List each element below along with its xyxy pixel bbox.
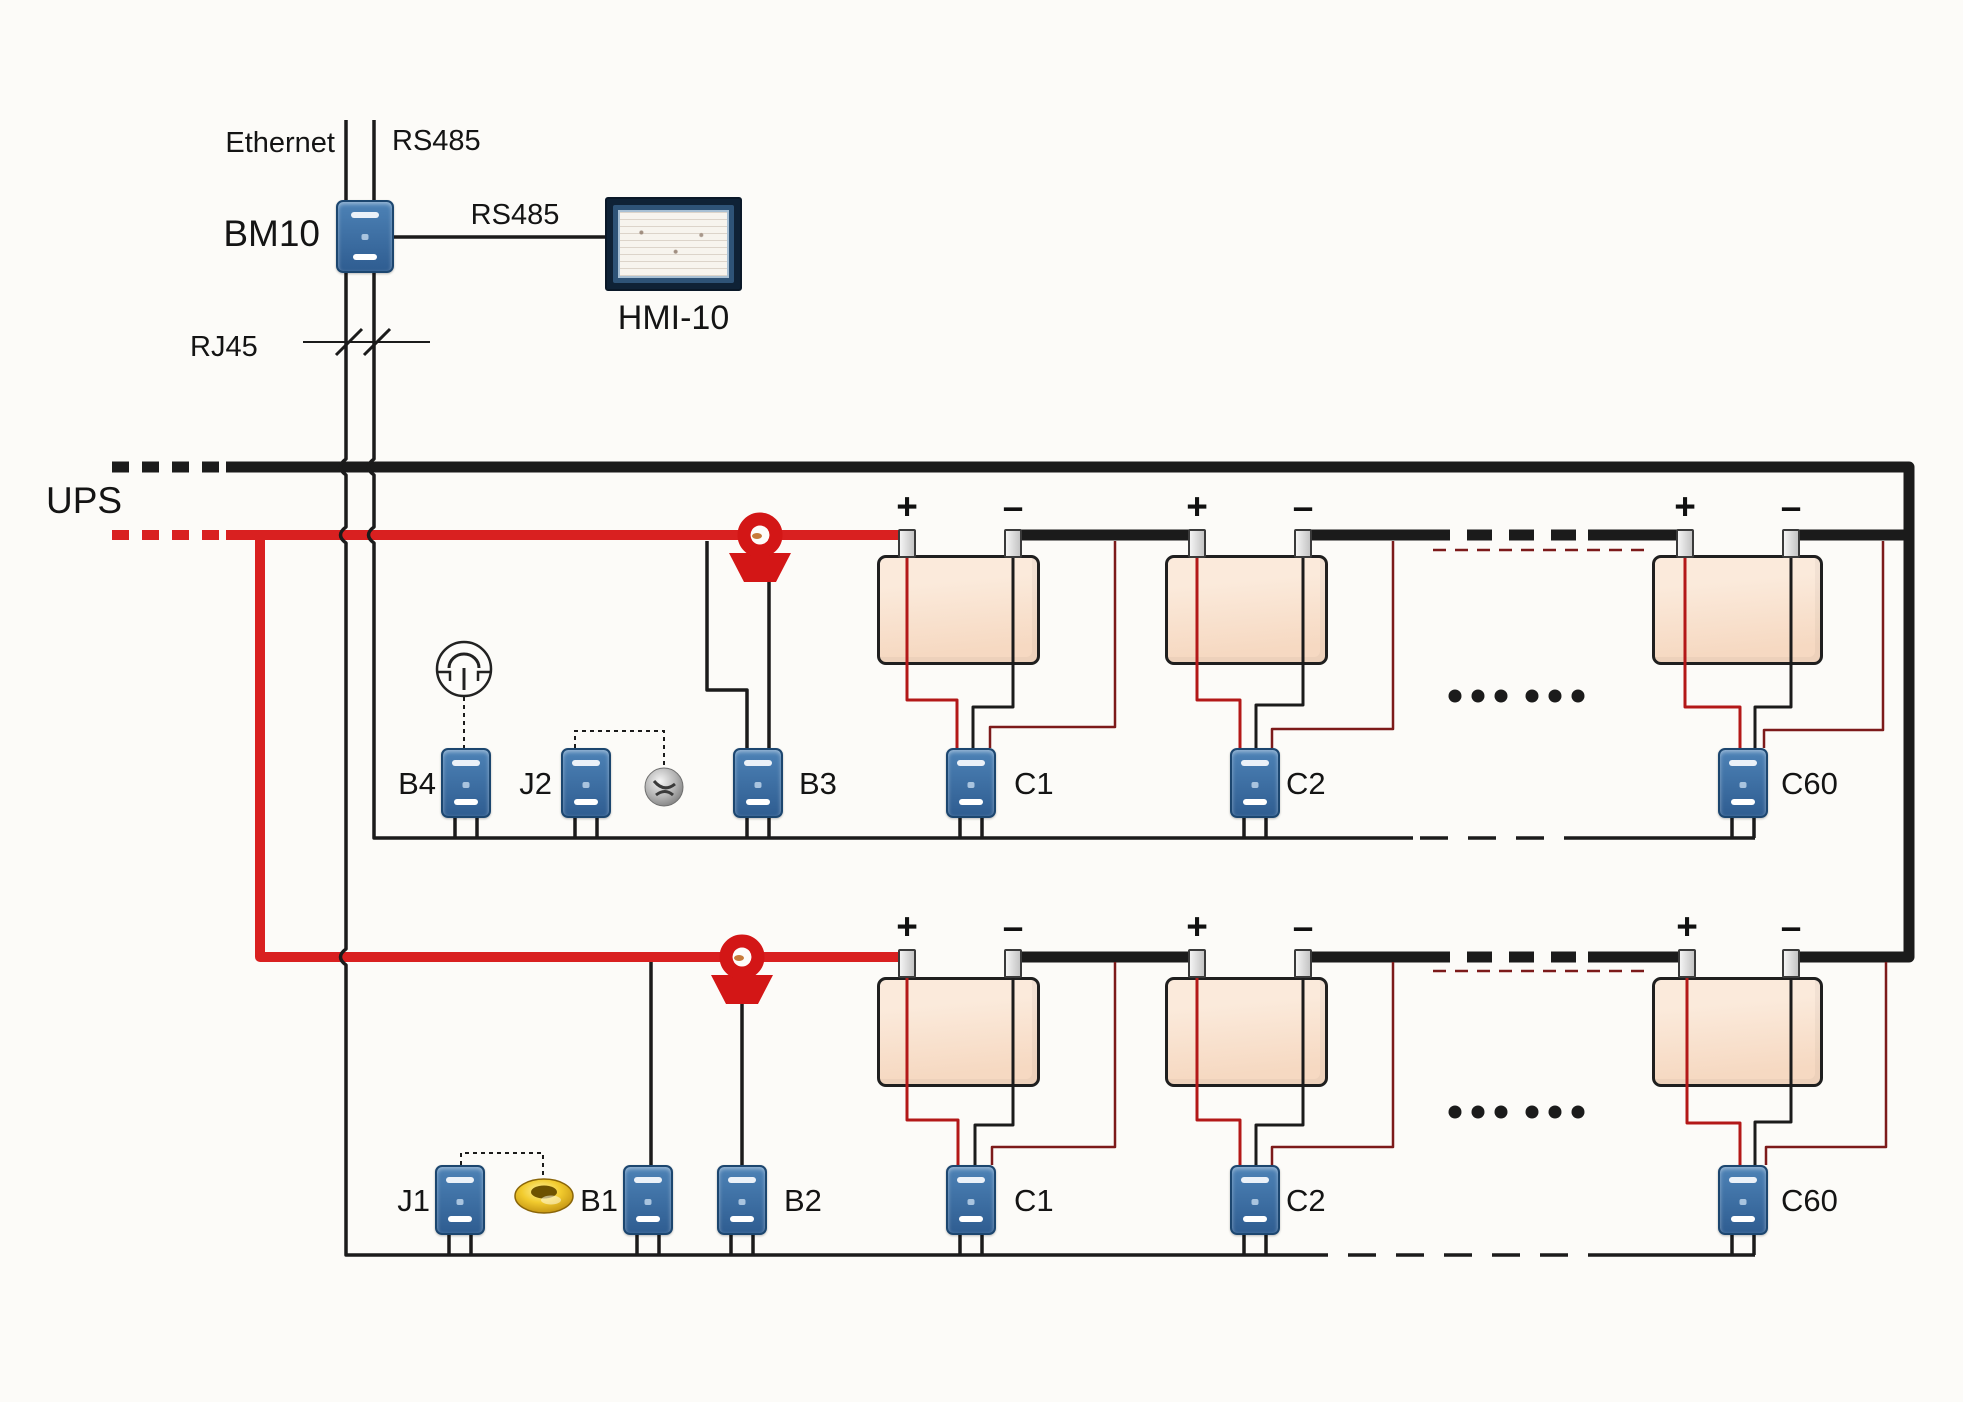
minus-sign: –: [1780, 906, 1802, 947]
hmi-bezel: [613, 205, 734, 283]
module-label-b1: B1: [580, 1183, 618, 1218]
battery-terminal-positive: [1188, 529, 1206, 558]
ups-label: UPS: [46, 480, 123, 521]
module-label-b2: B2: [784, 1183, 822, 1218]
cable-ring-icon: [514, 1178, 574, 1214]
battery-cell: [1652, 555, 1823, 665]
comm-line-right: [366, 120, 1413, 840]
module-b4: [441, 748, 491, 818]
minus-sign: –: [1002, 906, 1024, 947]
plus-sign: +: [896, 906, 918, 947]
module-pins: [447, 818, 1756, 1255]
module-c1: [946, 748, 996, 818]
battery-terminal-negative: [1782, 949, 1800, 978]
module-label-c60: C60: [1781, 766, 1838, 801]
device-bm10: [336, 200, 394, 273]
module-b1: [623, 1165, 673, 1235]
minus-sign: –: [1292, 486, 1314, 527]
next-sense-dashed: [1433, 548, 1645, 973]
module-b2: [717, 1165, 767, 1235]
battery-cell: [1165, 977, 1328, 1087]
battery-terminal-positive: [1678, 949, 1696, 978]
module-j2: [561, 748, 611, 818]
hmi-label: HMI-10: [617, 299, 730, 337]
minus-sign: –: [1292, 906, 1314, 947]
hmi-screen: [618, 210, 729, 278]
device-hmi-10: [605, 197, 742, 291]
module-label-b4: B4: [398, 766, 436, 801]
rs485-drop-label: RS485: [392, 125, 481, 157]
module-label-c60-bottom: C60: [1781, 1183, 1838, 1218]
ethernet-label: Ethernet: [225, 127, 335, 159]
plus-sign: +: [1674, 486, 1696, 527]
module-label-c2: C2: [1286, 766, 1326, 801]
sensor-dashed-links: [460, 697, 665, 1179]
device-logo: [351, 212, 379, 218]
red-feed-bottom-string: [255, 535, 910, 962]
module-j1: [435, 1165, 485, 1235]
module-label-j2: J2: [519, 766, 552, 801]
module-c60-bottom: [1718, 1165, 1768, 1235]
plus-sense-wires: [905, 557, 1742, 1165]
device-port: [353, 254, 377, 260]
module-label-c2-bottom: C2: [1286, 1183, 1326, 1218]
battery-cell: [1165, 555, 1328, 665]
plus-sign: +: [1186, 906, 1208, 947]
module-label-c1: C1: [1014, 766, 1054, 801]
continuation-dots: [1448, 689, 1585, 1119]
minus-sense-wires: [971, 557, 1793, 1165]
battery-terminal-positive: [1188, 949, 1206, 978]
rj45-break-ticks: [334, 327, 392, 357]
plus-sign: +: [1186, 486, 1208, 527]
minus-sign: –: [1780, 486, 1802, 527]
battery-cell: [1652, 977, 1823, 1087]
module-b3: [733, 748, 783, 818]
module-c60: [1718, 748, 1768, 818]
temperature-sensor-icon: [435, 640, 493, 698]
module-c2-bottom: [1230, 1165, 1280, 1235]
battery-terminal-negative: [1004, 529, 1022, 558]
ups-bus-black: [226, 461, 1915, 963]
battery-terminal-negative: [1782, 529, 1800, 558]
module-risers: [649, 541, 771, 1165]
module-label-j1: J1: [397, 1183, 430, 1218]
battery-terminal-positive: [1676, 529, 1694, 558]
module-c2: [1230, 748, 1280, 818]
plus-sign: +: [896, 486, 918, 527]
module-c1-bottom: [946, 1165, 996, 1235]
plus-sign: +: [1676, 906, 1698, 947]
bm10-label: BM10: [223, 213, 320, 254]
battery-terminal-negative: [1294, 529, 1312, 558]
current-transformer-icon: [729, 512, 791, 582]
post-probe-icon: [644, 767, 684, 807]
battery-terminal-positive: [898, 949, 916, 978]
module-label-b3: B3: [799, 766, 837, 801]
battery-terminal-negative: [1004, 949, 1022, 978]
device-led: [361, 234, 369, 240]
battery-terminal-positive: [898, 529, 916, 558]
current-transformer-icon: [711, 934, 773, 1004]
rj45-label: RJ45: [190, 331, 258, 363]
next-sense-wires: [988, 541, 1888, 1165]
module-label-c1-bottom: C1: [1014, 1183, 1054, 1218]
minus-sign: –: [1002, 486, 1024, 527]
rs485-link-label: RS485: [470, 199, 560, 231]
battery-terminal-negative: [1294, 949, 1312, 978]
comm-line-left: [338, 120, 1300, 1257]
